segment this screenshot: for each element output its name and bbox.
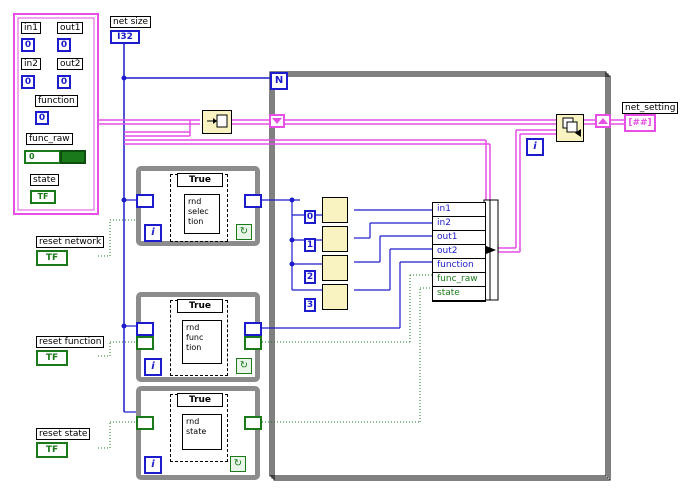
bundle-field-state: state (433, 287, 485, 301)
case-selector-function[interactable]: True (177, 299, 223, 313)
reset-network-control[interactable]: TF (36, 250, 68, 266)
loop-index-network: i (144, 224, 162, 242)
out1-indicator[interactable]: 0 (57, 38, 71, 52)
bundle-field-func-raw: func_raw (433, 273, 485, 287)
loop-index-state: i (144, 456, 162, 474)
net-setting-indicator[interactable]: [##] (624, 114, 656, 132)
index-constant-1[interactable]: 1 (304, 238, 316, 252)
reset-state-label: reset state (36, 428, 91, 440)
state-label: state (30, 174, 59, 186)
loop-condition-network-icon: ↻ (236, 224, 252, 240)
reset-function-control[interactable]: TF (36, 350, 68, 366)
for-loop-index-terminal: i (526, 138, 544, 156)
bundle-field-in1: in1 (433, 203, 485, 217)
rnd-selection-subvi[interactable]: rnd selec tion (184, 194, 220, 234)
shift-register-function-left (136, 322, 154, 336)
shift-register-function-bool-left (136, 336, 154, 350)
bundle-field-out2: out2 (433, 245, 485, 259)
shift-register-state-left (136, 416, 154, 430)
for-loop-count-terminal: N (270, 72, 288, 90)
function-label: function (35, 95, 78, 107)
shift-register-function-right (244, 322, 262, 336)
bundle-field-in2: in2 (433, 217, 485, 231)
shift-register-function-bool-right (244, 336, 262, 350)
func-raw-label: func_raw (26, 133, 73, 145)
reset-function-label: reset function (36, 336, 105, 348)
rnd-function-subvi[interactable]: rnd func tion (182, 320, 222, 364)
bundle-field-out1: out1 (433, 231, 485, 245)
func-raw-indicator[interactable]: 0 (24, 150, 61, 164)
index-array-icon (322, 284, 348, 310)
net-setting-label: net_setting (622, 102, 679, 114)
loop-condition-state-icon: ↻ (230, 456, 246, 472)
net-size-label: net size (110, 16, 152, 28)
index-array-icon (322, 226, 348, 252)
rnd-state-subvi[interactable]: rnd state (182, 414, 222, 450)
function-indicator[interactable]: 0 (35, 111, 49, 125)
in1-indicator[interactable]: 0 (21, 38, 35, 52)
out2-label: out2 (57, 58, 84, 70)
out1-label: out1 (57, 22, 84, 34)
shift-register-network-left (136, 194, 154, 208)
in1-label: in1 (21, 22, 41, 34)
loop-condition-function-icon: ↻ (236, 358, 252, 374)
in2-label: in2 (21, 58, 41, 70)
shift-register-network-right (244, 194, 262, 208)
build-array-node-icon (556, 114, 584, 142)
index-constant-0[interactable]: 0 (304, 210, 316, 224)
reset-state-control[interactable]: TF (36, 442, 68, 458)
reset-network-label: reset network (36, 236, 105, 248)
shift-register-right (595, 114, 611, 128)
in2-indicator[interactable]: 0 (21, 75, 35, 89)
shift-register-left (269, 114, 285, 128)
case-selector-state[interactable]: True (177, 393, 223, 407)
net-size-control[interactable]: I32 (110, 30, 140, 44)
index-array-icon (322, 255, 348, 281)
index-array-icon (322, 197, 348, 223)
out2-indicator[interactable]: 0 (57, 75, 71, 89)
index-constant-2[interactable]: 2 (304, 270, 316, 284)
state-indicator[interactable]: TF (30, 190, 56, 204)
case-selector-network[interactable]: True (177, 173, 223, 187)
bundle-by-name-node[interactable]: in1 in2 out1 out2 function func_raw stat… (432, 202, 486, 302)
func-raw-array-indicator (60, 150, 86, 164)
bundle-field-function: function (433, 259, 485, 273)
index-constant-3[interactable]: 3 (304, 298, 316, 312)
unbundle-node-icon (202, 110, 232, 134)
shift-register-state-right (244, 416, 262, 430)
loop-index-function: i (144, 358, 162, 376)
